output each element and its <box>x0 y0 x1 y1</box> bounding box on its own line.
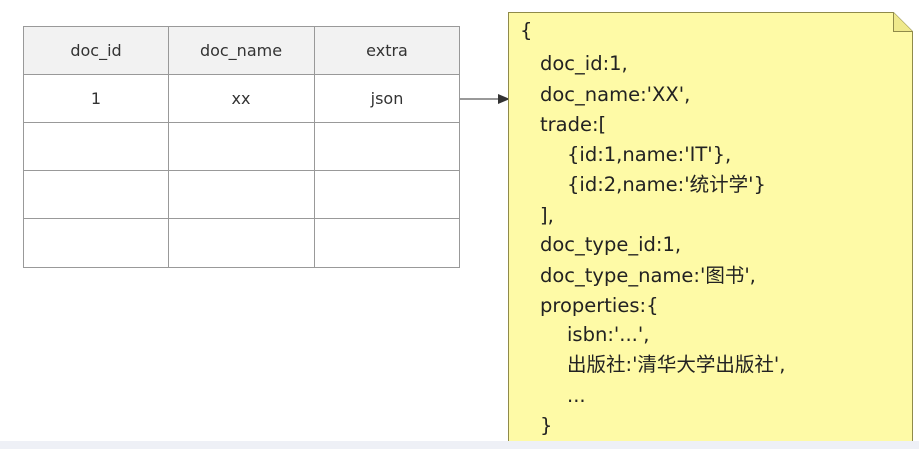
row-1-doc-name: xx <box>232 89 251 108</box>
note-line: doc_type_id:1, <box>540 233 681 256</box>
table-grid-lines <box>23 26 460 268</box>
bottom-bar <box>0 441 919 449</box>
note-line: } <box>540 414 552 437</box>
note-line: doc_id:1, <box>540 52 628 75</box>
note-line: ... <box>567 384 586 407</box>
header-cell-extra: extra <box>366 41 408 60</box>
note-line: { <box>520 19 532 42</box>
note-shape <box>508 12 913 449</box>
note-line: properties:{ <box>540 294 659 317</box>
note-code-lines: { doc_id:1, doc_name:'XX', trade:[ {id:1… <box>520 19 786 437</box>
row-1-extra: json <box>370 89 404 108</box>
note-line: trade:[ <box>540 113 606 136</box>
header-cell-doc-name: doc_name <box>200 41 282 61</box>
note-line: isbn:'...', <box>567 323 649 346</box>
note-line: ], <box>540 204 554 227</box>
doc-table: doc_id doc_name extra 1 xx json <box>23 26 460 268</box>
table-header-row: doc_id doc_name extra <box>70 41 408 61</box>
note-line: {id:1,name:'IT'}, <box>567 143 731 166</box>
table-header-background <box>23 26 460 74</box>
json-note: { doc_id:1, doc_name:'XX', trade:[ {id:1… <box>508 12 913 449</box>
note-line: {id:2,name:'统计学'} <box>567 173 766 196</box>
note-line: doc_name:'XX', <box>540 83 690 106</box>
table-row: 1 xx json <box>91 89 403 108</box>
note-line: 出版社:'清华大学出版社', <box>567 353 786 376</box>
note-folded-corner <box>893 12 913 32</box>
note-line: doc_type_name:'图书', <box>540 264 756 287</box>
header-cell-doc-id: doc_id <box>70 41 121 61</box>
row-1-doc-id: 1 <box>91 89 101 108</box>
